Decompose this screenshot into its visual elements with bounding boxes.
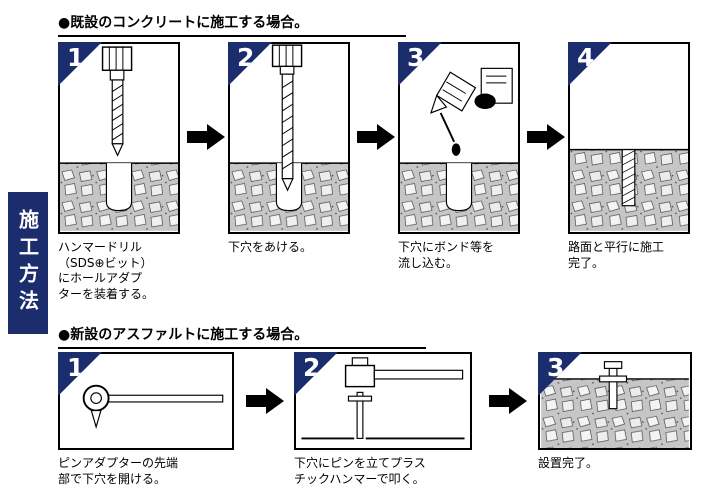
flush-pin-in-concrete-icon xyxy=(570,148,688,231)
vertical-banner-label: 施工方法 xyxy=(15,209,40,317)
step-caption: 設置完了。 xyxy=(538,456,599,470)
section-heading-new-asphalt: ●新設のアスファルトに施工する場合。 xyxy=(58,324,426,349)
step-caption: ハンマードリル （SDS⊕ビット） にホールアダプ ターを装着する。 xyxy=(58,240,155,301)
step-box: 1 xyxy=(58,42,180,234)
next-step-arrow-icon xyxy=(527,124,565,150)
drilling-hole-icon xyxy=(230,44,348,231)
pin-adapter-icon xyxy=(82,384,224,429)
step-caption: ピンアダプターの先端 部で下穴を開ける。 xyxy=(58,456,179,486)
next-step-arrow-icon xyxy=(187,124,225,150)
drill-with-adapter-icon xyxy=(60,46,178,231)
step-caption: 下穴にピンを立てプラス チックハンマーで叩く。 xyxy=(294,456,426,486)
step-box: 2 xyxy=(228,42,350,234)
next-step-arrow-icon xyxy=(489,388,527,414)
pin-and-plastic-hammer-icon xyxy=(301,357,465,441)
step-box: 1 xyxy=(58,352,234,450)
adhesive-pouring-icon xyxy=(400,67,518,231)
step-caption: 下穴をあける。 xyxy=(228,240,313,254)
step-box: 3 xyxy=(398,42,520,234)
step-caption: 路面と平行に施工 完了。 xyxy=(568,240,665,270)
section-heading-existing-concrete: ●既設のコンクリートに施工する場合。 xyxy=(58,12,406,37)
next-step-arrow-icon xyxy=(357,124,395,150)
vertical-banner: 施工方法 xyxy=(8,192,48,334)
step-box: 2 xyxy=(294,352,472,450)
step-box: 4 xyxy=(568,42,690,234)
step-box: 3 xyxy=(538,352,692,450)
next-step-arrow-icon xyxy=(246,388,284,414)
step-caption: 下穴にボンド等を 流し込む。 xyxy=(398,240,495,270)
installed-pin-icon xyxy=(541,361,689,448)
